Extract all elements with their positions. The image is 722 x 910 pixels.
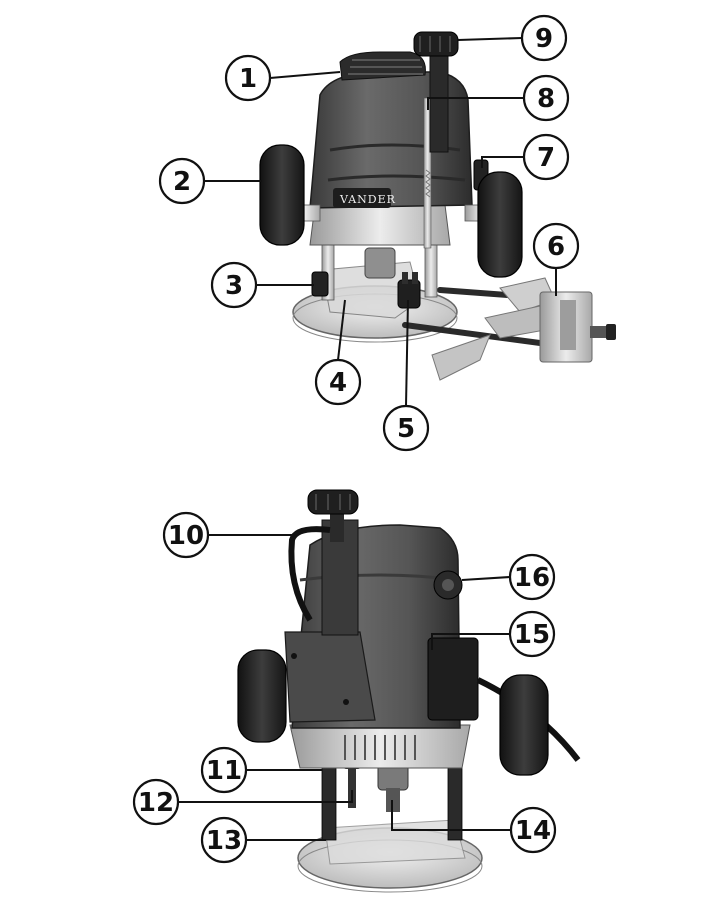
callout-number-1: 1 [239,64,257,94]
callout-circle-6 [532,222,580,270]
callout-1: 1 [224,54,341,102]
callout-circle-11 [200,746,248,794]
brand-label: VANDER [339,193,396,206]
callout-circle-16 [508,553,556,601]
callout-11: 11 [200,746,322,794]
rear-chip-shield [324,819,466,865]
callout-number-5: 5 [397,414,415,444]
callout-circle-15 [508,610,556,658]
callout-number-12: 12 [138,788,174,818]
callout-number-8: 8 [537,84,555,114]
callout-15: 15 [431,610,556,658]
rear-handle-right [499,674,549,776]
callout-leader-9 [457,37,523,41]
callout-number-4: 4 [329,368,347,398]
callout-7: 7 [481,133,570,181]
callout-circle-3 [210,261,258,309]
callout-10: 10 [162,511,292,559]
callout-2: 2 [158,157,262,205]
callout-circle-7 [522,133,570,181]
rear-plunge-knob [307,489,359,515]
router-rear-view [237,489,581,893]
callout-8: 8 [427,74,570,122]
callout-circle-8 [522,74,570,122]
callout-number-2: 2 [173,167,191,197]
callout-number-15: 15 [514,620,550,650]
callout-leader-5 [405,299,409,407]
callout-number-10: 10 [168,521,204,551]
guide-rod-lower [402,322,558,348]
depth-lock-knob [311,271,329,297]
callout-circle-12 [132,778,180,826]
callout-16: 16 [461,553,556,601]
power-cable [288,526,331,622]
callout-circle-4 [314,358,362,406]
callout-leader-12 [178,790,353,803]
spindle [364,247,396,279]
callout-leader-14 [391,800,511,831]
callout-number-14: 14 [515,816,551,846]
plunge-knob [413,31,459,57]
plunge-post [429,51,449,153]
callout-circle-14 [509,806,557,854]
handle-right [477,171,523,278]
callout-number-7: 7 [537,143,555,173]
callout-14: 14 [391,800,557,854]
depth-stop-rod [348,760,356,808]
callout-9: 9 [457,14,568,62]
callout-circle-10 [162,511,210,559]
callout-number-16: 16 [514,563,550,593]
callout-circle-13 [200,816,248,864]
callout-number-6: 6 [547,232,565,262]
brand-badge [333,188,391,208]
callout-12: 12 [132,778,353,826]
handle-left [259,144,305,246]
callout-3: 3 [210,261,314,309]
callout-number-13: 13 [206,826,242,856]
callout-leader-7 [481,156,524,168]
rear-panel [284,631,376,723]
callout-leader-4 [337,299,346,361]
callout-circle-9 [520,14,568,62]
callout-leader-1 [269,71,341,79]
callout-6: 6 [532,222,580,296]
callout-circle-1 [224,54,272,102]
rear-motor-base [289,724,471,769]
router-front-view: VANDER [259,31,616,381]
turret-knob [397,279,421,309]
callout-leader-8 [427,97,524,110]
callout-number-9: 9 [535,24,553,54]
callout-5: 5 [382,299,430,452]
callout-leader-16 [461,576,511,581]
callout-circle-5 [382,404,430,452]
callout-number-3: 3 [225,271,243,301]
rear-switch-box [427,637,479,721]
parallel-guide [431,277,616,381]
callout-number-11: 11 [206,756,242,786]
callout-leader-15 [431,633,510,650]
callout-13: 13 [200,816,326,864]
callout-circle-2 [158,157,206,205]
rear-handle-left [237,649,287,743]
callout-4: 4 [314,299,362,406]
